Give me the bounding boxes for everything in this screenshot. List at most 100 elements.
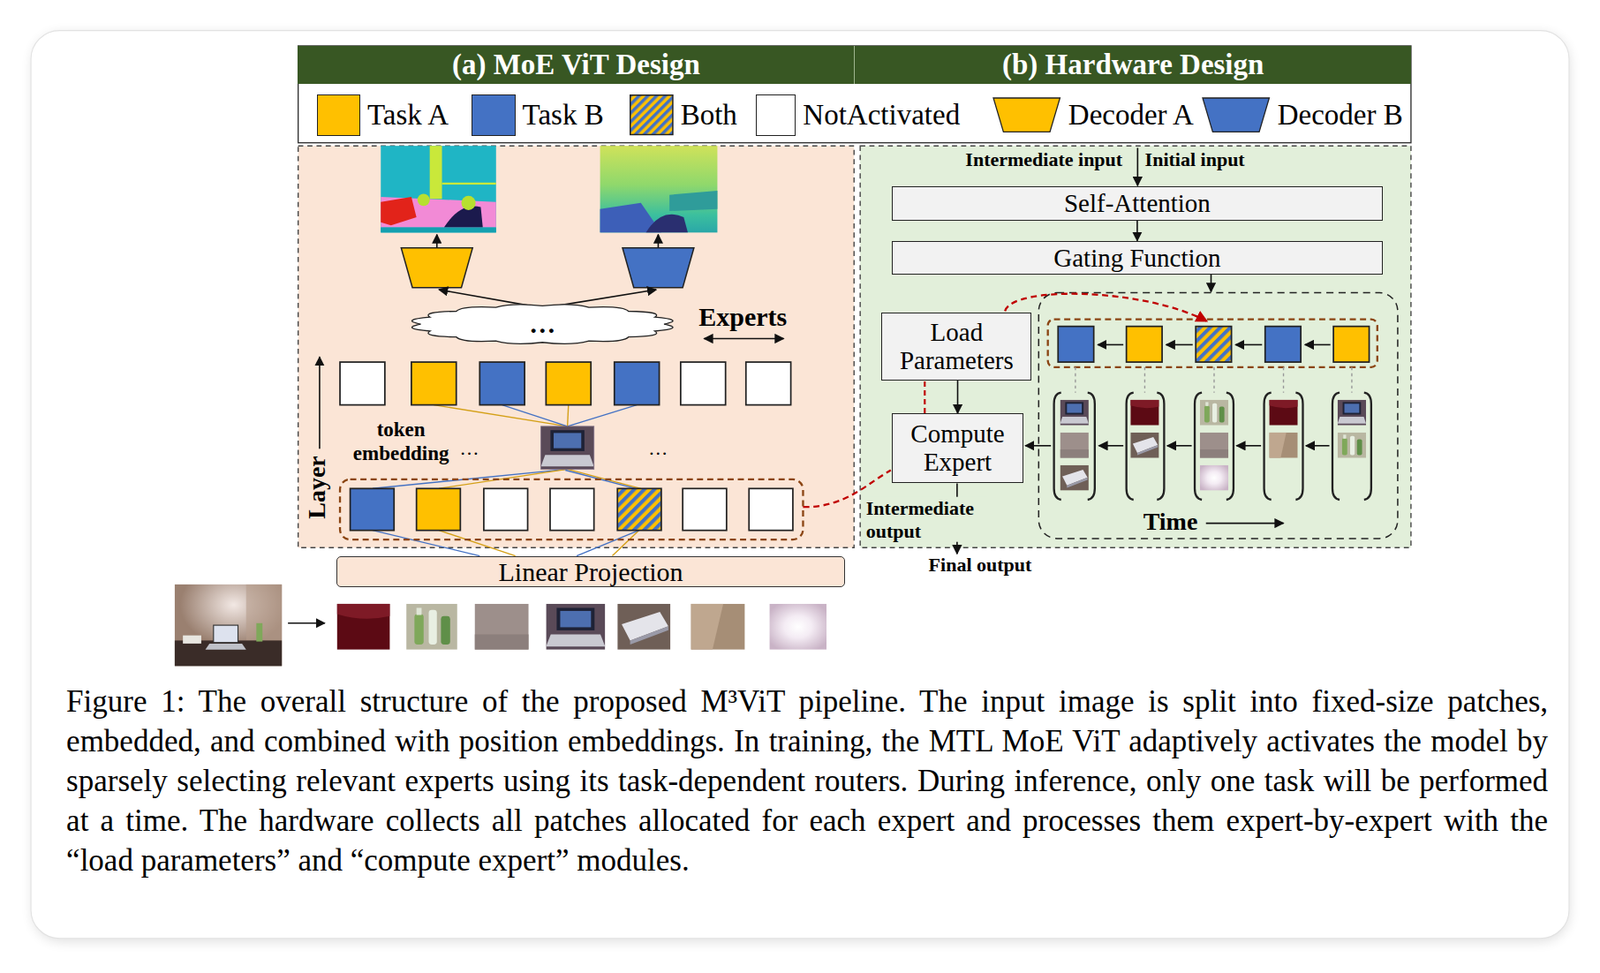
panel-header: (a) MoE ViT Design — [297, 45, 854, 84]
io-label: Final output — [928, 554, 1033, 577]
legend-swatch — [471, 94, 516, 136]
router-line — [438, 530, 516, 557]
segmentation-map — [417, 193, 431, 206]
queue-box — [1126, 326, 1163, 363]
image-patch — [337, 603, 827, 650]
io-label: Initial input — [1145, 149, 1246, 172]
queue-arrow — [1236, 445, 1261, 447]
segmentation-map — [380, 196, 416, 226]
legend-text: NotActivated — [802, 98, 960, 132]
legend-item: Task B — [471, 93, 604, 137]
queue-box — [1265, 326, 1301, 363]
process-box: Load Parameters — [881, 312, 1032, 381]
image-patch — [545, 603, 605, 650]
legend-item: Decoder A — [992, 93, 1193, 137]
projection-box: Linear Projection — [336, 556, 845, 588]
token-embedding-image — [541, 426, 595, 470]
queue-arrow — [1166, 344, 1193, 347]
token-box — [682, 488, 727, 530]
flow-arrow — [1137, 147, 1140, 186]
segmentation-map — [460, 196, 476, 211]
flow-arrow — [703, 338, 784, 340]
token-group-outline — [339, 479, 803, 540]
legend-item: NotActivated — [755, 93, 960, 137]
image-patch — [1060, 432, 1089, 459]
io-label: Intermediate input — [965, 149, 1123, 172]
schedule-region — [1038, 293, 1398, 539]
panel — [298, 145, 1412, 548]
decoder-head — [400, 248, 695, 288]
axis-label: Time — [1143, 506, 1199, 536]
token-box — [350, 488, 395, 530]
connector — [1136, 220, 1139, 242]
depth-map — [600, 145, 718, 233]
flow-arrow — [1206, 522, 1284, 525]
expert-box — [746, 362, 792, 406]
guide-line — [1075, 367, 1352, 393]
axis-label: Layer — [302, 456, 332, 521]
expert-box — [614, 362, 660, 406]
image-patch — [1200, 400, 1229, 426]
decoder-head — [400, 248, 473, 288]
token-box — [617, 488, 662, 530]
legend-text: Task A — [367, 98, 449, 132]
flow-arrow — [287, 622, 325, 625]
guide-line — [1213, 367, 1215, 393]
legend-text: Both — [680, 98, 738, 132]
queue-box — [1333, 326, 1369, 363]
router-line — [433, 405, 567, 427]
panel — [298, 145, 855, 548]
image-patch — [1337, 400, 1367, 426]
flow-arrow — [318, 356, 321, 449]
panel — [860, 145, 1412, 548]
legend-swatch — [1201, 97, 1270, 133]
legend-band — [298, 45, 1412, 144]
expert-cloud: … — [406, 303, 680, 345]
node-text: (b) Hardware Design — [1002, 48, 1264, 81]
image-patch — [1268, 432, 1298, 459]
queue-arrow — [1025, 344, 1330, 446]
card — [30, 30, 1570, 939]
legend-swatch — [630, 95, 673, 136]
input-image — [174, 584, 282, 666]
token-box — [550, 488, 595, 530]
flow-arrow — [657, 234, 660, 249]
connector — [957, 380, 959, 414]
legend-item: Both — [629, 93, 738, 137]
connector — [923, 380, 926, 414]
node-text: (a) MoE ViT Design — [452, 48, 701, 81]
ellipsis-label: … — [648, 437, 668, 461]
image-patch — [1060, 465, 1089, 491]
zoom-link — [802, 294, 1207, 507]
image-patch — [769, 603, 827, 650]
input-image — [174, 584, 282, 666]
token-box — [350, 488, 793, 530]
queue-arrow — [1305, 344, 1331, 347]
router-line — [567, 405, 569, 427]
image-patch — [1200, 465, 1229, 491]
guide-line — [1350, 367, 1352, 393]
expert-box — [479, 362, 525, 406]
node-text: Linear Projection — [498, 557, 684, 587]
queue-box — [1195, 326, 1231, 363]
segmentation-map — [380, 145, 497, 233]
legend-text: Decoder B — [1277, 98, 1404, 132]
legend-swatch — [755, 94, 796, 136]
schedule-region — [1048, 319, 1378, 368]
input-image — [246, 584, 282, 642]
token-embedding-image — [541, 426, 595, 470]
token-box — [416, 488, 461, 530]
segmentation-map — [430, 145, 443, 199]
expert-box — [545, 362, 591, 406]
input-image — [182, 635, 202, 644]
image-patch — [1200, 432, 1229, 459]
router-line — [576, 530, 639, 557]
expert-box — [680, 362, 726, 406]
depth-map — [600, 145, 718, 233]
queue-arrow — [1097, 344, 1124, 347]
segmentation-map — [442, 182, 497, 185]
legend-item: Task A — [316, 93, 449, 137]
image-patch — [1060, 400, 1367, 491]
input-image — [174, 640, 282, 666]
